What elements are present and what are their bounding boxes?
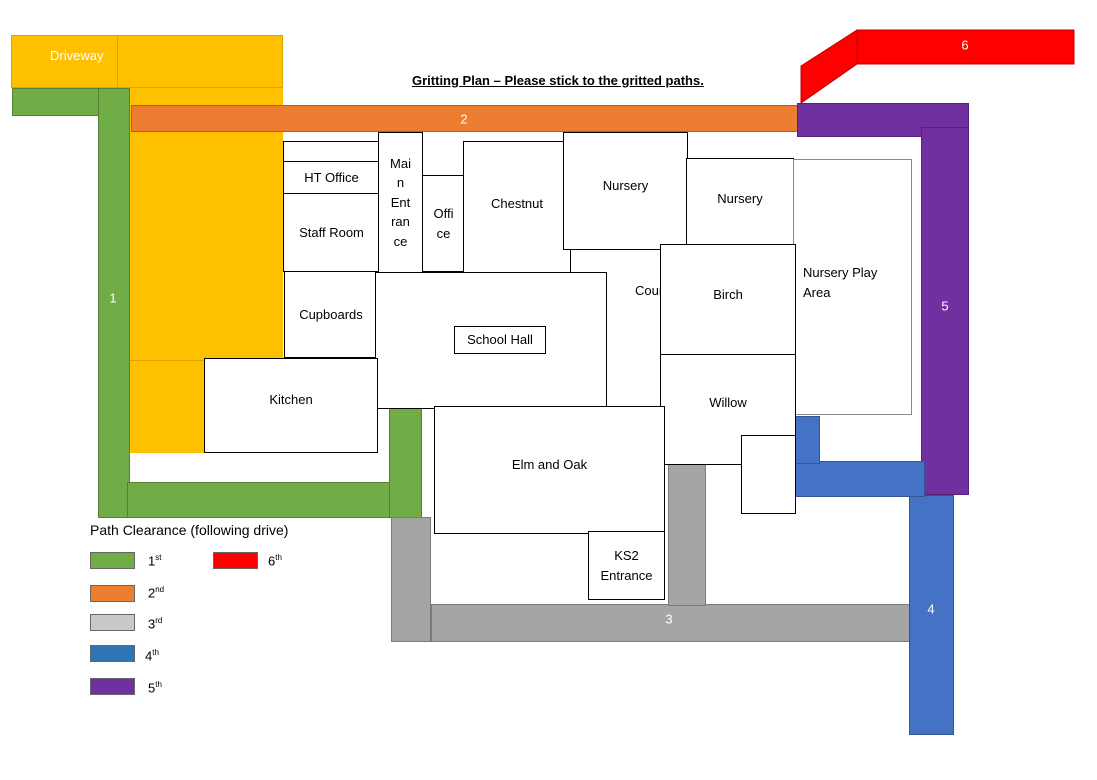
path-4-horizontal	[795, 461, 925, 497]
room-school-hall-label: School Hall	[454, 326, 546, 354]
legend-swatch-2	[90, 585, 135, 602]
legend-label-3: 3rd	[148, 616, 163, 632]
legend-label-1: 1st	[148, 553, 162, 569]
room-ks2-entrance: KS2 Entrance	[588, 531, 665, 600]
page-title: Gritting Plan – Please stick to the grit…	[412, 73, 704, 88]
driveway-label: Driveway	[50, 48, 104, 63]
path-3-connector	[668, 464, 706, 606]
legend-swatch-5	[90, 678, 135, 695]
path-1-vertical	[98, 88, 130, 518]
path-6-number: 6	[961, 37, 969, 53]
room-kitchen: Kitchen	[204, 358, 378, 453]
room-ht-office: HT Office	[283, 161, 380, 194]
room-birch: Birch	[660, 244, 796, 355]
room-nursery-play-area: Nursery Play Area	[793, 159, 912, 415]
legend-label-5: 5th	[148, 680, 162, 696]
legend-swatch-6	[213, 552, 258, 569]
path-2	[131, 105, 799, 132]
driveway-column	[130, 88, 283, 360]
path-4-vertical	[909, 495, 954, 735]
legend-label-6: 6th	[268, 553, 282, 569]
room-staff-room: Staff Room	[283, 193, 380, 272]
room-courtyard-label: Cour	[635, 283, 664, 298]
path-5-vertical	[921, 127, 969, 495]
path-3-left	[391, 517, 431, 642]
room-chestnut: Chestnut	[463, 141, 571, 273]
path-4-stub	[795, 416, 820, 464]
path-2-number: 2	[460, 111, 468, 127]
driveway-lower	[130, 360, 205, 453]
legend-swatch-1	[90, 552, 135, 569]
path-3-number: 3	[665, 611, 673, 627]
path-5-number: 5	[941, 298, 949, 314]
path-4-number: 4	[927, 601, 935, 617]
room-small-block	[741, 435, 796, 514]
driveway-divider	[117, 35, 118, 88]
room-office: Offi ce	[422, 175, 465, 272]
room-nursery-1: Nursery	[563, 132, 688, 250]
legend-swatch-3	[90, 614, 135, 631]
path-1-number: 1	[109, 290, 117, 306]
legend-swatch-4	[90, 645, 135, 662]
room-elm-and-oak: Elm and Oak	[434, 406, 665, 534]
driveway-area	[11, 35, 283, 88]
legend-label-2: 2nd	[148, 585, 165, 601]
room-nursery-2: Nursery	[686, 158, 794, 246]
room-cupboards: Cupboards	[284, 271, 378, 358]
legend-label-4: 4th	[145, 648, 159, 664]
path-1-bottom	[127, 482, 417, 518]
legend-title: Path Clearance (following drive)	[90, 522, 289, 538]
room-main-entrance: Mai n Ent ran ce	[378, 132, 423, 273]
corridor-strip	[283, 141, 380, 162]
